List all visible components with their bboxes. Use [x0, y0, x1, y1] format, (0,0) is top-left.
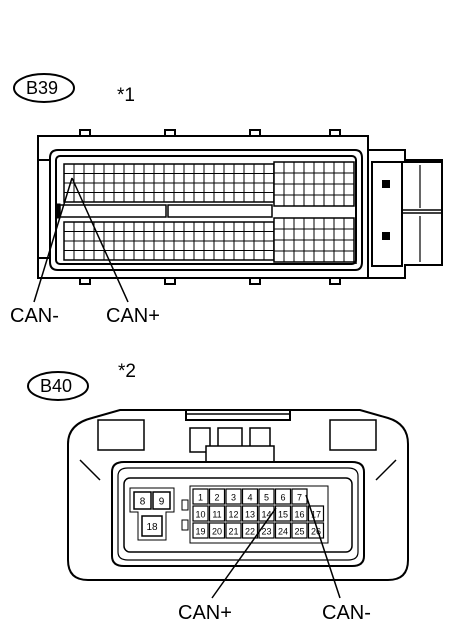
svg-text:16: 16 [294, 510, 304, 520]
b40-pin-3: 3 [225, 488, 242, 505]
svg-text:15: 15 [278, 510, 288, 520]
b40-pin-4: 4 [241, 488, 259, 505]
svg-text:10: 10 [195, 510, 205, 520]
svg-text:25: 25 [294, 527, 304, 537]
svg-text:8: 8 [140, 497, 146, 508]
b39-upper-right-block [273, 161, 355, 207]
b40-pin-22: 22 [241, 522, 259, 539]
svg-text:9: 9 [159, 497, 165, 508]
b40-pin-23: 23 [258, 522, 275, 539]
b40-pin-label-can-minus: CAN- [322, 602, 371, 624]
b40-pin-16: 16 [291, 505, 308, 522]
svg-text:5: 5 [264, 493, 269, 503]
b39-upper-left-block [63, 163, 275, 203]
b39-lower-left-block [63, 221, 275, 261]
b39-id-ellipse [13, 73, 75, 103]
svg-text:24: 24 [278, 527, 288, 537]
b40-pin-18: 18 [141, 515, 163, 537]
svg-text:23: 23 [261, 527, 271, 537]
b40-pin-label-can-plus: CAN+ [178, 602, 232, 624]
b39-connector-id: B39 [26, 78, 59, 98]
b40-pin-1: 1 [192, 488, 209, 505]
svg-text:12: 12 [228, 510, 238, 520]
b40-pin-12: 12 [225, 505, 242, 522]
svg-text:18: 18 [146, 522, 158, 533]
b40-pin-5: 5 [258, 488, 275, 505]
svg-text:3: 3 [231, 493, 236, 503]
b40-pin-15: 15 [274, 505, 292, 522]
b39-leader-lines [33, 177, 129, 303]
b39-pin-label-can-plus: CAN+ [106, 305, 160, 327]
b40-pin-2: 2 [208, 488, 226, 505]
b40-pin-17: 17 [307, 505, 325, 522]
svg-text:2: 2 [214, 493, 219, 503]
b40-pin-10: 10 [192, 505, 209, 522]
svg-text:13: 13 [245, 510, 255, 520]
svg-text:19: 19 [195, 527, 205, 537]
svg-text:20: 20 [212, 527, 222, 537]
b40-pin-25: 25 [291, 522, 308, 539]
b40-pin-21: 21 [225, 522, 242, 539]
svg-text:21: 21 [228, 527, 238, 537]
b40-pin-13: 13 [241, 505, 259, 522]
b40-note: *2 [118, 361, 136, 382]
svg-text:7: 7 [297, 493, 302, 503]
b39-pin-label-can-minus: CAN- [10, 305, 59, 327]
b40-connector-id: B40 [40, 376, 73, 396]
b40-id-ellipse [27, 371, 89, 401]
svg-text:4: 4 [247, 493, 252, 503]
b40-pin-6: 6 [274, 488, 292, 505]
svg-text:6: 6 [280, 493, 285, 503]
b40-pin-8: 8 [133, 491, 152, 510]
b40-pin-19: 19 [192, 522, 209, 539]
svg-text:14: 14 [261, 510, 271, 520]
svg-text:26: 26 [311, 527, 321, 537]
b40-pin-11: 11 [208, 505, 226, 522]
b39-lower-right-block [273, 217, 355, 263]
b40-pin-24: 24 [274, 522, 292, 539]
b39-center-bar [55, 203, 273, 219]
b40-pin-9: 9 [152, 491, 171, 510]
svg-text:22: 22 [245, 527, 255, 537]
b40-leader-lines [211, 494, 341, 599]
b40-pin-7: 7 [291, 488, 308, 505]
b39-note: *1 [117, 85, 135, 106]
b40-pin-20: 20 [208, 522, 226, 539]
b39-pin-grid [55, 160, 357, 264]
svg-text:1: 1 [198, 493, 203, 503]
svg-text:17: 17 [311, 510, 321, 520]
svg-text:11: 11 [212, 510, 221, 520]
